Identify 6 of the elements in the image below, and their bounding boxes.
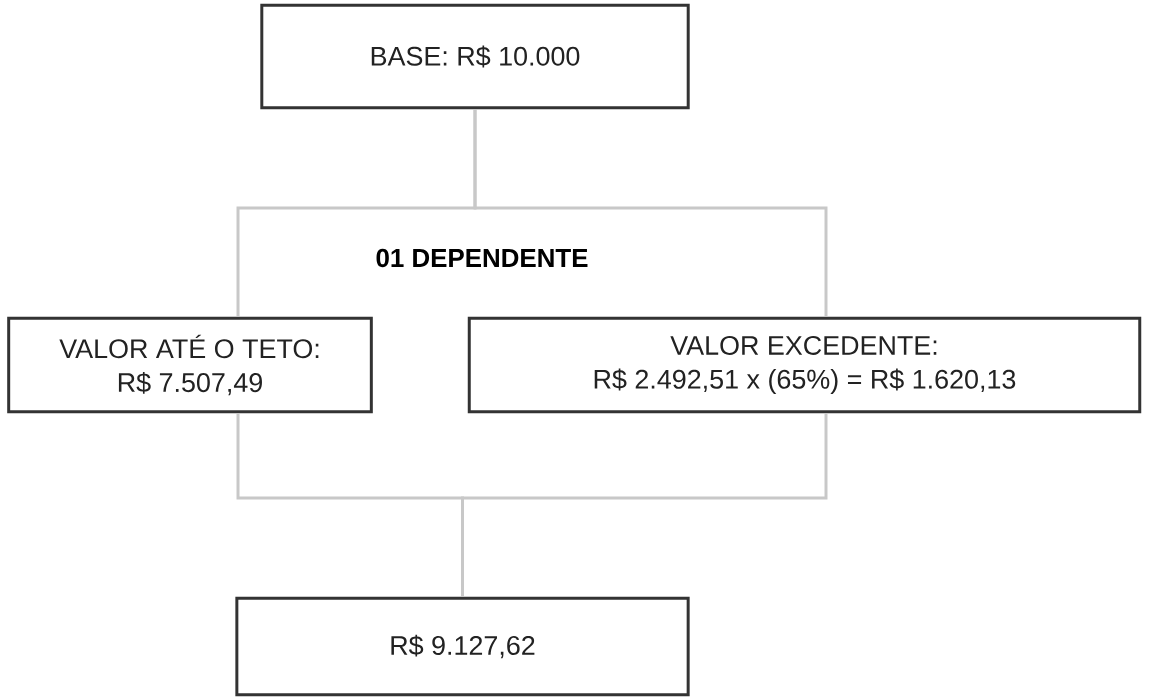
text-box: R$ 9.127,62 — [235, 596, 690, 697]
text-box: VALOR EXCEDENTE: R$ 2.492,51 x (65%) = R$ 1.620,13 — [467, 316, 1142, 414]
text-box: VALOR ATÉ O TETO: R$ 7.507,49 — [7, 316, 373, 414]
text-box: BASE: R$ 10.000 — [260, 3, 690, 110]
connector-line — [473, 109, 828, 317]
group-label: 01 DEPENDENTE — [376, 248, 588, 268]
